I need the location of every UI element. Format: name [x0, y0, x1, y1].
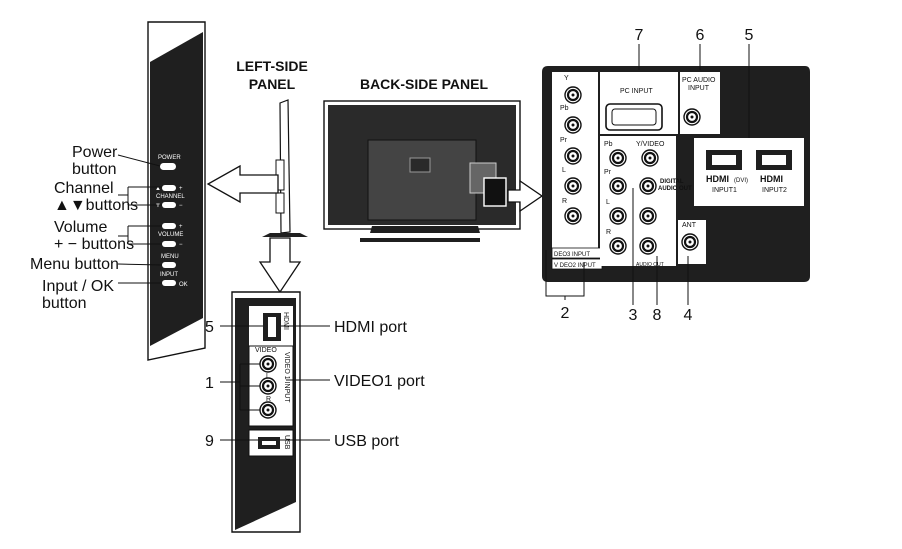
num-4: 4	[684, 307, 693, 324]
channel-up-button[interactable]	[162, 185, 176, 191]
input-text: INPUT	[160, 272, 178, 278]
hdmi-side-text: HDMI	[282, 312, 289, 330]
ant-jack	[680, 232, 700, 252]
r-text-2: R	[606, 229, 611, 236]
channel-down-button[interactable]	[162, 202, 176, 208]
input-label-2: button	[42, 295, 86, 312]
l-text-2: L	[606, 199, 610, 206]
channel-text: CHANNEL	[156, 194, 185, 200]
y-video-text: Y/VIDEO	[636, 141, 665, 148]
video1-jack	[258, 354, 278, 374]
volume-label-1: Volume	[54, 219, 107, 236]
svg-text:+: +	[179, 224, 183, 230]
num-7: 7	[635, 27, 644, 44]
bottom-side-panel-closeup: HDMI VIDEO L R VIDEO 1 INPUT USB	[231, 291, 301, 533]
ok-text: OK	[179, 282, 188, 288]
svg-text:▲: ▲	[155, 186, 161, 192]
back-leader-lines	[545, 44, 750, 305]
left-side-header-1: LEFT-SIDE	[236, 58, 308, 74]
video1-input-text: VIDEO 1 INPUT	[283, 352, 290, 403]
ant-text: ANT	[682, 222, 697, 229]
usb-side-text: USB	[283, 435, 290, 450]
svg-text:−: −	[179, 242, 183, 248]
hdmi2-input-text: INPUT2	[762, 187, 787, 194]
pr-text: Pr	[560, 137, 568, 144]
num-2: 2	[561, 305, 570, 322]
menu-text: MENU	[161, 254, 179, 260]
volume-text: VOLUME	[158, 232, 183, 238]
pr-text-2: Pr	[604, 169, 612, 176]
tv-side-profile	[262, 99, 308, 237]
arrow-to-back-panel	[507, 179, 544, 213]
channel-label-1: Channel	[54, 180, 114, 197]
back-panel-closeup: Y Pb Pr L R PC INPUT PC AUDIO INPUT Pb P…	[542, 66, 810, 282]
svg-text:+: +	[179, 186, 183, 192]
num-9-bottom: 9	[205, 433, 214, 450]
pb-text-2: Pb	[604, 141, 613, 148]
volume-label-2: + − buttons	[54, 236, 134, 253]
input-label-1: Input / OK	[42, 278, 114, 295]
num-6: 6	[696, 27, 705, 44]
pb-text: Pb	[560, 105, 569, 112]
l-text-back: L	[562, 167, 566, 174]
svg-text:−: −	[179, 203, 183, 209]
digital-text-1: DIGITAL	[660, 179, 684, 185]
input-ok-button[interactable]	[162, 280, 176, 286]
power-label-1: Power	[72, 144, 118, 161]
hdmi2-logo: HDMI	[760, 174, 783, 184]
back-side-header: BACK-SIDE PANEL	[360, 76, 489, 92]
hdmi-port-label: HDMI port	[334, 319, 407, 336]
volume-down-button[interactable]	[162, 241, 176, 247]
usb-port-label: USB port	[334, 433, 399, 450]
video3-text: DEO3 INPUT	[554, 252, 590, 258]
left-side-panel-closeup: POWER CHANNEL VOLUME MENU INPUT OK + − +…	[147, 21, 206, 361]
tv-back-view	[323, 100, 521, 242]
num-5-bottom: 5	[205, 319, 214, 336]
digital-text-2: AUDIO OUT	[658, 186, 692, 192]
left-labels: Power button Channel ▲▼buttons Volume + …	[30, 144, 138, 312]
hdmi1-input-text: INPUT1	[712, 187, 737, 194]
num-8: 8	[653, 307, 662, 324]
pc-audio-text-2: INPUT	[688, 85, 710, 92]
volume-up-button[interactable]	[162, 223, 176, 229]
pc-audio-text-1: PC AUDIO	[682, 77, 716, 84]
num-1-bottom: 1	[205, 375, 214, 392]
pc-audio-jack	[682, 107, 702, 127]
hdmi1-logo: HDMI	[706, 174, 729, 184]
audio-r-jack	[258, 400, 278, 420]
digital-audio-out-jack	[638, 176, 658, 196]
arrow-to-left-panel	[206, 164, 279, 204]
audio-out-text: AUDIO OUT	[636, 262, 664, 268]
left-leader-lines	[117, 154, 163, 284]
audio-l-jack	[258, 376, 278, 396]
r-text: R	[266, 396, 271, 403]
channel-label-2: ▲▼buttons	[54, 197, 138, 214]
video-text: VIDEO	[255, 347, 277, 354]
menu-label: Menu button	[30, 256, 119, 273]
l-text: L	[266, 373, 270, 380]
num-3: 3	[629, 307, 638, 324]
bottom-leader-lines	[220, 325, 330, 441]
video2-text: V DEO2 INPUT	[554, 263, 596, 269]
arrows	[206, 164, 544, 294]
num-5: 5	[745, 27, 754, 44]
r-text-back: R	[562, 198, 567, 205]
hdmi1-dvi: (DVI)	[734, 178, 748, 184]
svg-text:▼: ▼	[155, 203, 161, 209]
y-text: Y	[564, 75, 569, 82]
power-button[interactable]	[160, 163, 176, 170]
power-text: POWER	[158, 155, 181, 161]
left-side-header-2: PANEL	[249, 76, 296, 92]
arrow-to-bottom-panel	[258, 237, 302, 294]
video1-port-label: VIDEO1 port	[334, 373, 425, 390]
pc-input-text: PC INPUT	[620, 88, 653, 95]
power-label-2: button	[72, 161, 116, 178]
menu-button[interactable]	[162, 262, 176, 268]
